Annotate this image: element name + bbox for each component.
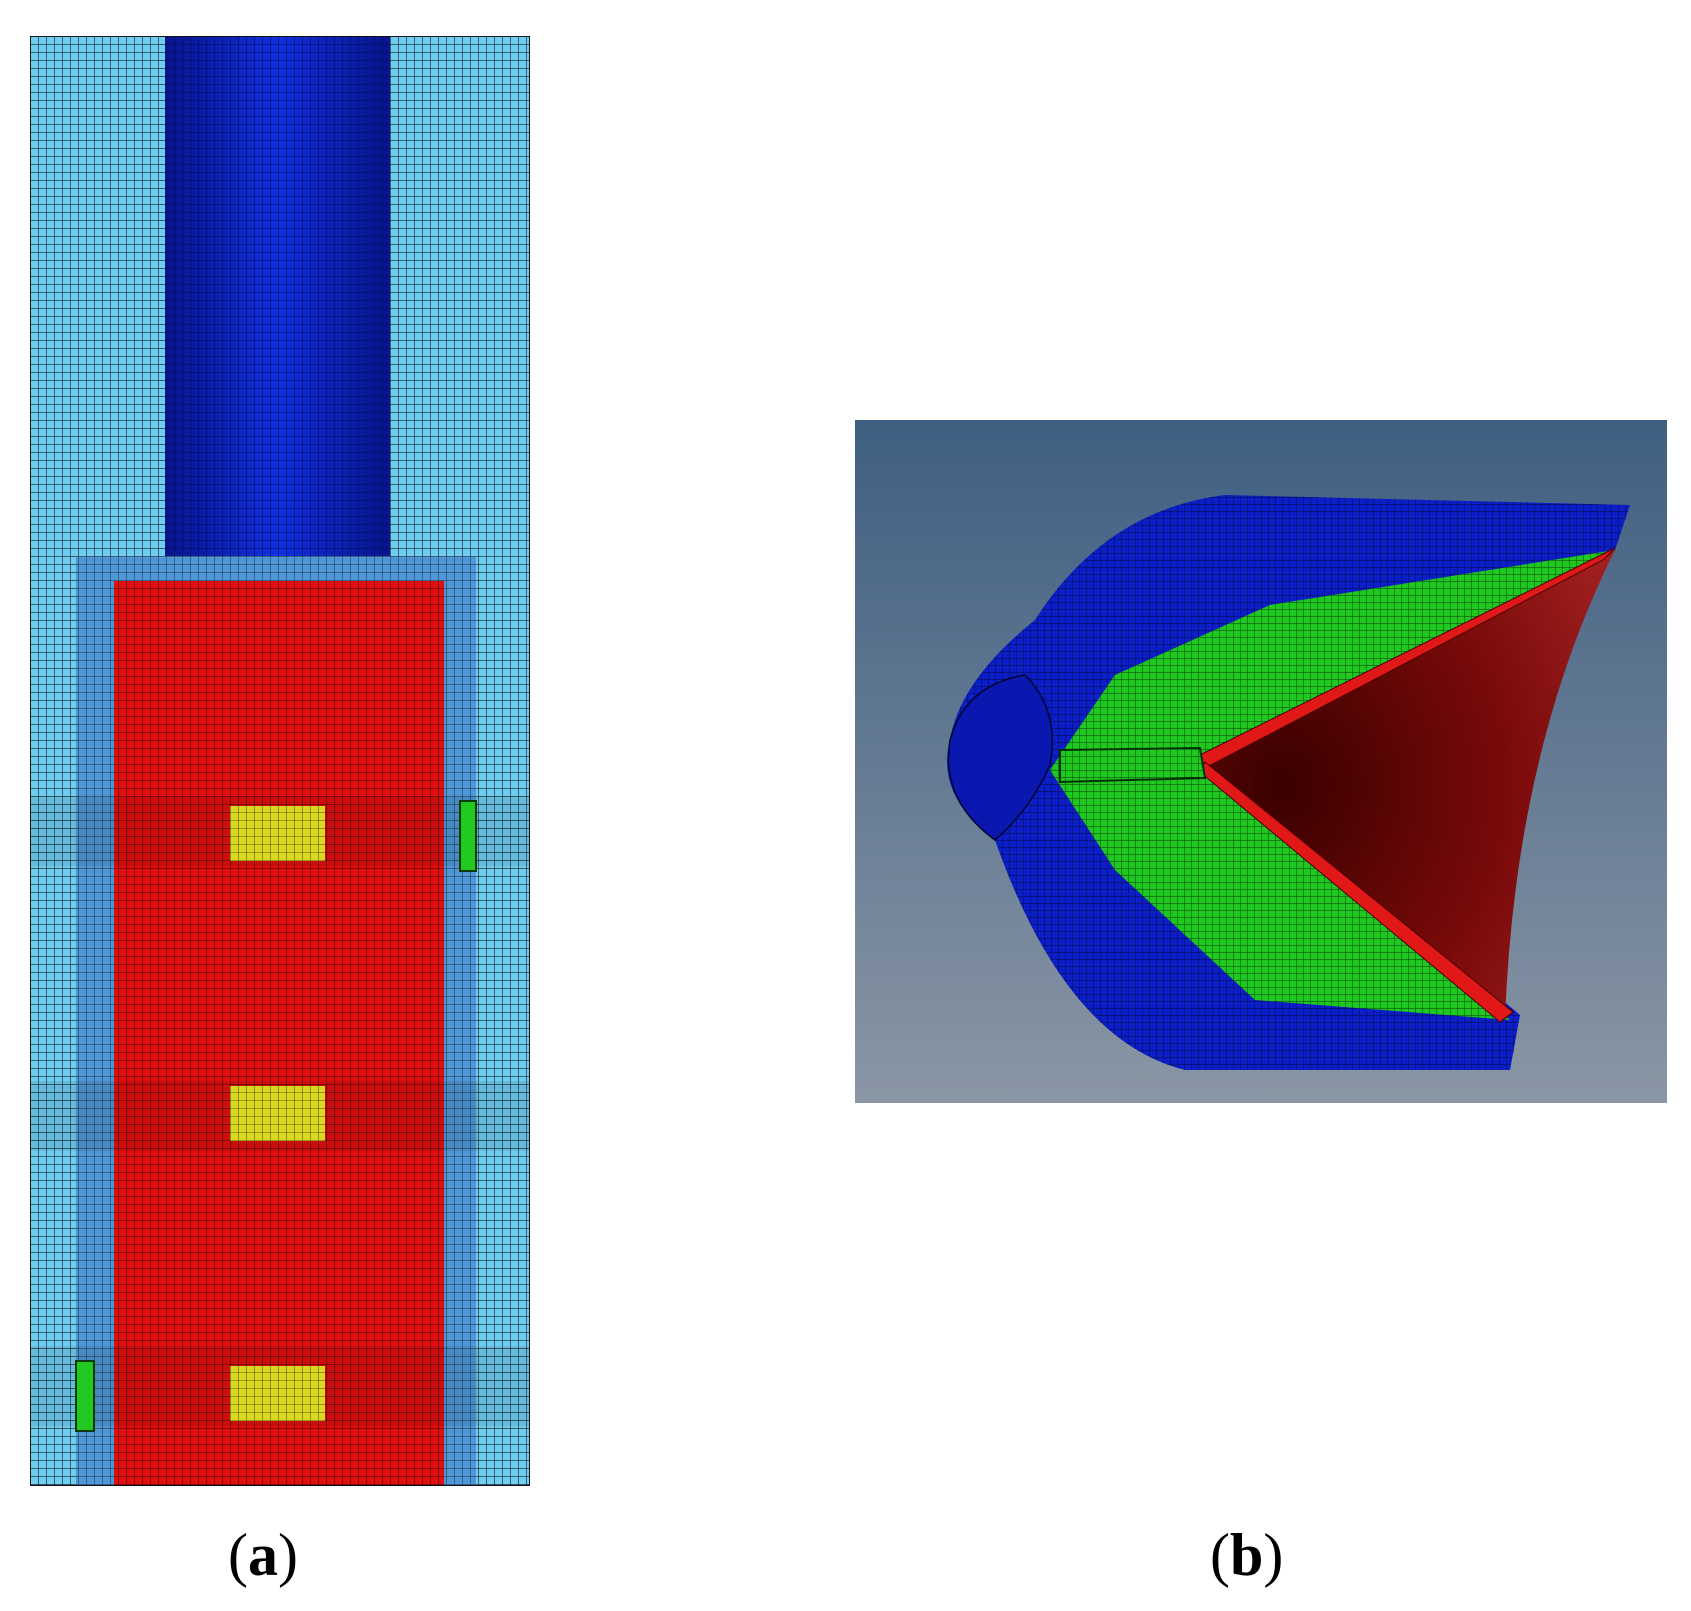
liner-cavity xyxy=(1200,550,1615,1020)
apex-cap xyxy=(947,674,1053,841)
detonator-blocks xyxy=(230,806,325,1421)
booster-blocks xyxy=(75,800,477,1432)
mesh-cross-section-a xyxy=(30,36,530,1486)
caption-b: (b) xyxy=(1210,1522,1284,1588)
mesh-3d-view-b xyxy=(855,420,1667,1103)
caption-a: (a) xyxy=(228,1522,298,1588)
